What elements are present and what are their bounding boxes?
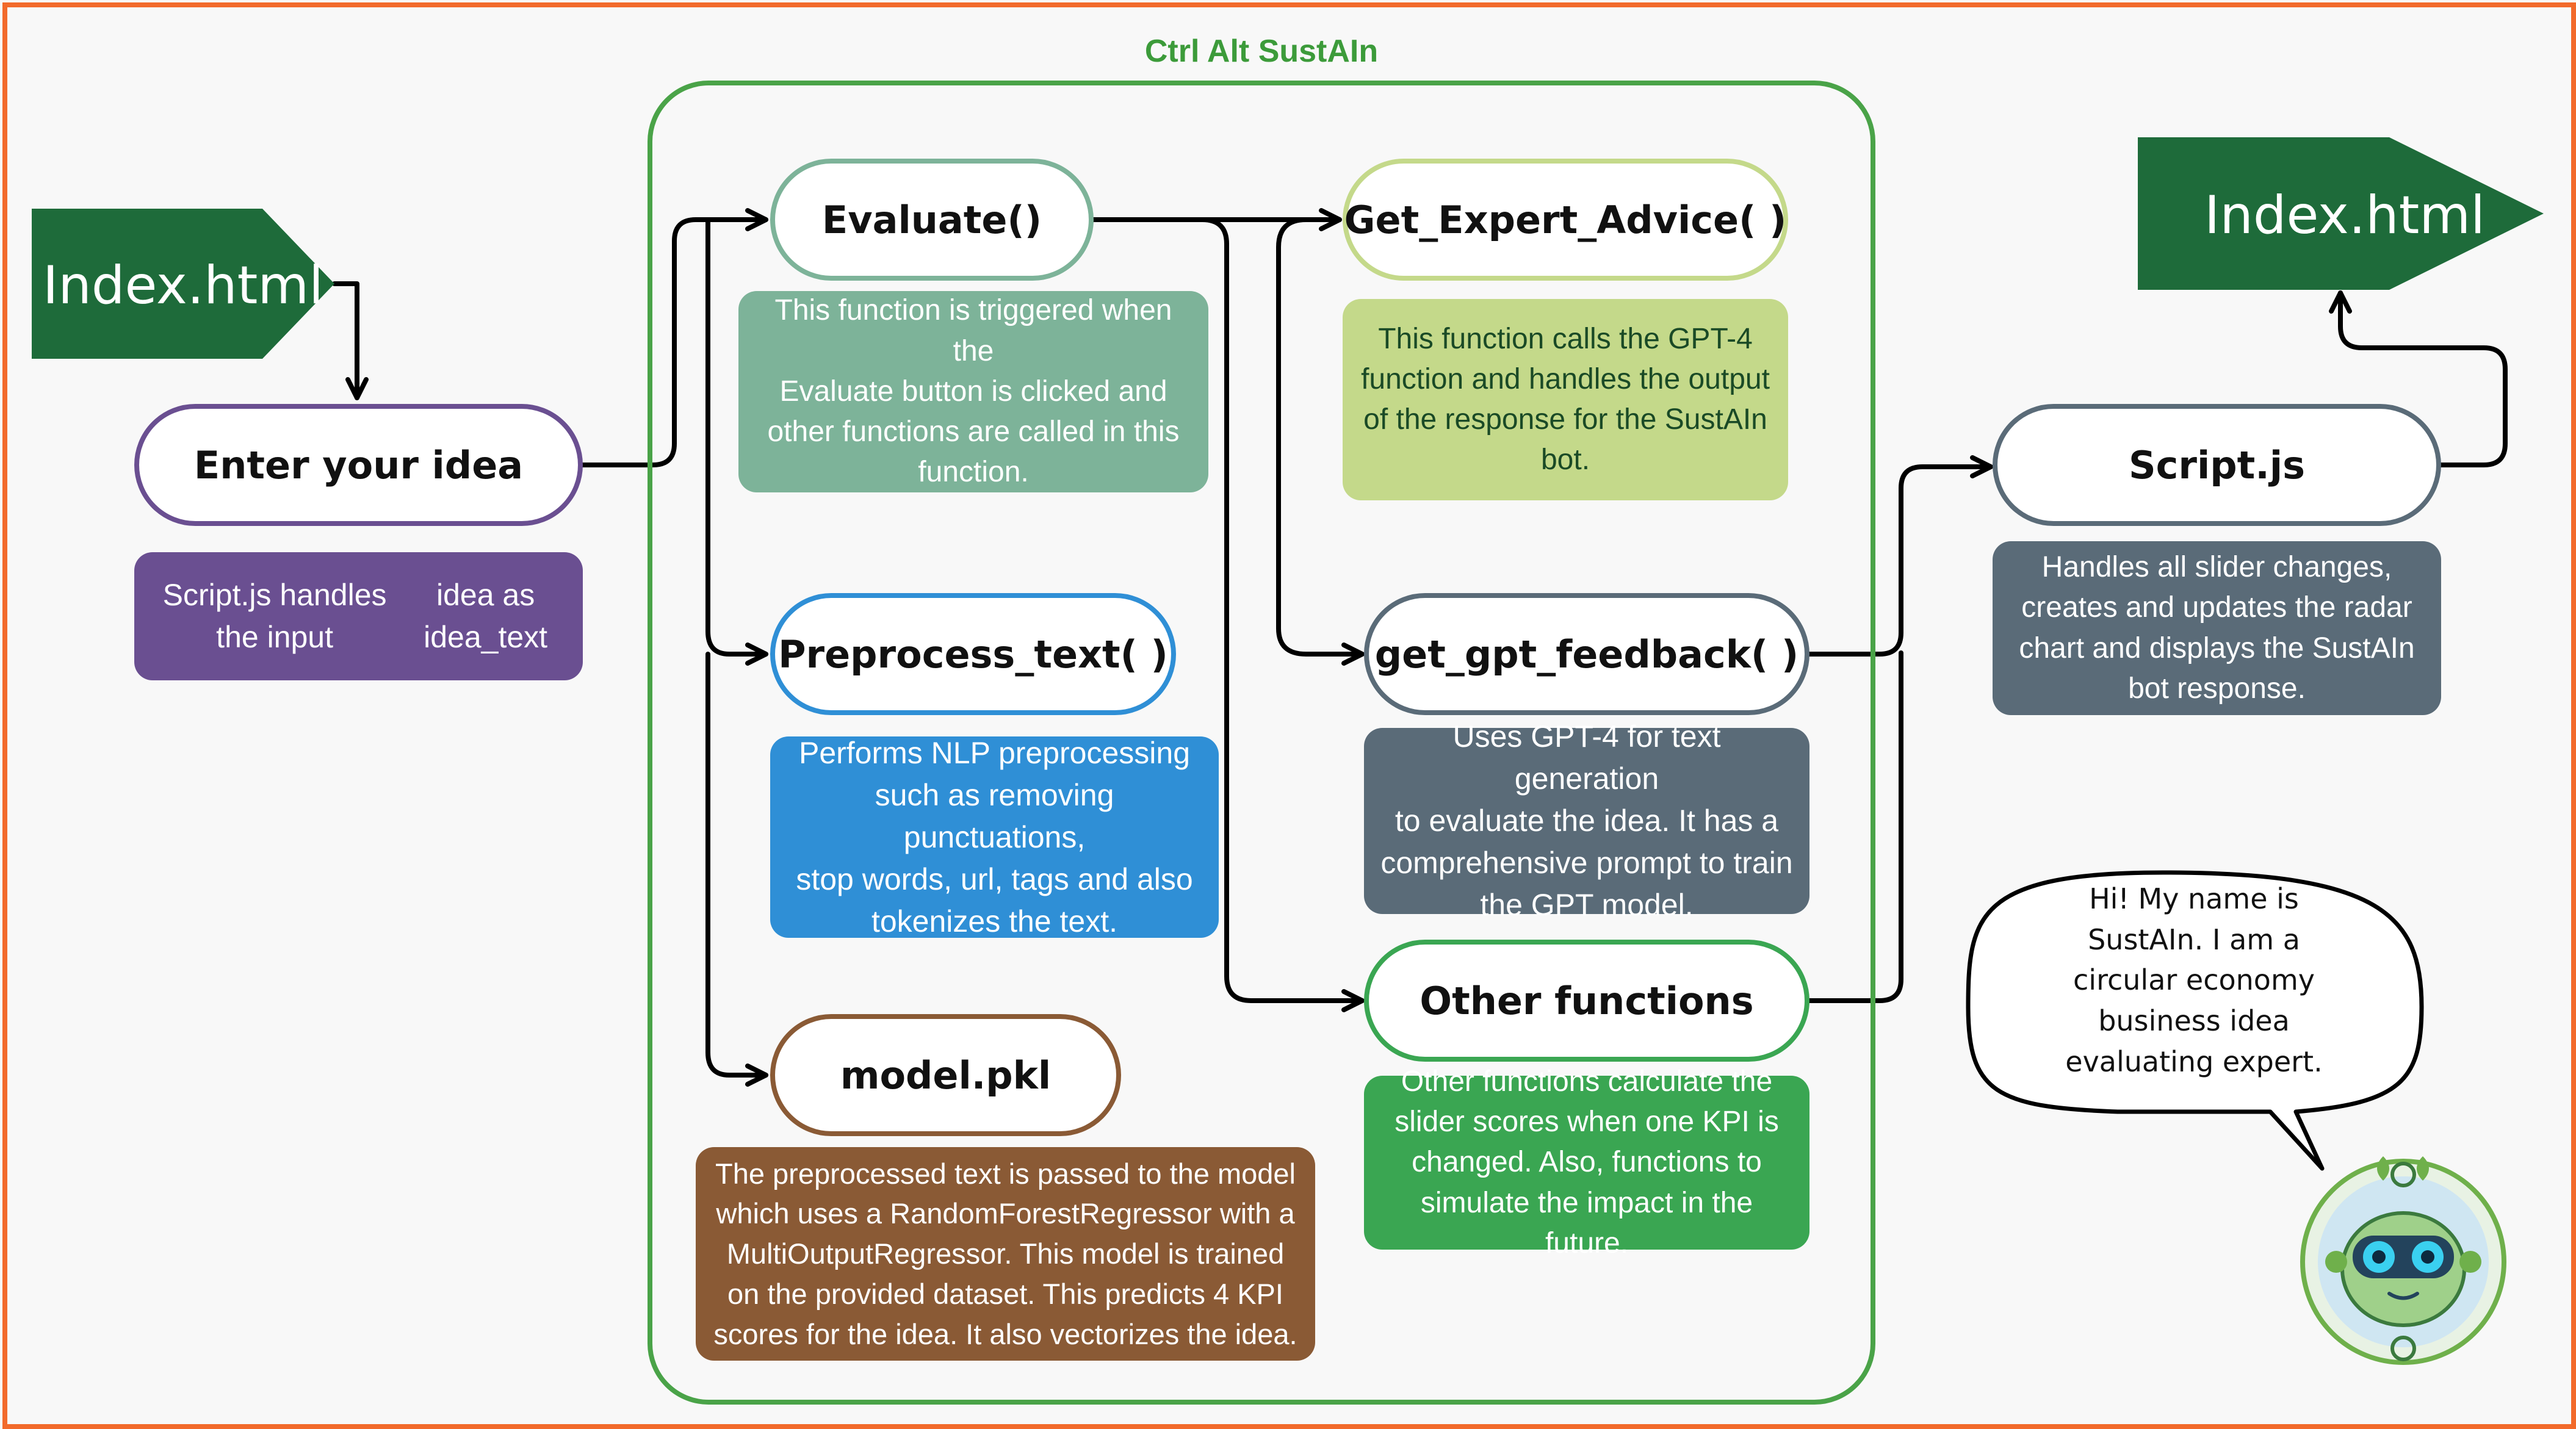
note-line: on the provided dataset. This predicts 4… — [727, 1277, 1283, 1310]
note-other-functions: Other functions calculate the slider sco… — [1364, 1065, 1809, 1259]
robot-mascot-icon — [2300, 1156, 2506, 1365]
note-line: changed. Also, functions to — [1412, 1146, 1762, 1179]
note-line: such as removing punctuations, — [875, 777, 1114, 854]
note-line: slider scores when one KPI is — [1394, 1106, 1779, 1139]
note-line: scores for the idea. It also vectorizes … — [713, 1317, 1297, 1350]
note-line: chart and displays the SustAIn — [2019, 632, 2415, 664]
note-line: Other functions calculate the — [1401, 1065, 1773, 1098]
index-tag-start-shape — [32, 209, 334, 359]
ctrl-alt-sustain-group — [648, 81, 1875, 1405]
arrow-enter-to-evaluate — [580, 208, 768, 467]
speech-line: business idea — [2098, 1004, 2290, 1038]
arrow-evaluate-to-model — [705, 652, 768, 1087]
arrow-script-to-index — [2329, 290, 2508, 467]
node-evaluate: Evaluate() — [770, 159, 1094, 281]
note-enter-idea: Script.js handles the input idea as idea… — [134, 552, 583, 680]
node-enter-idea: Enter your idea — [134, 404, 583, 526]
node-model-pkl: model.pkl — [770, 1014, 1121, 1136]
note-line: function and handles the output — [1361, 362, 1770, 395]
note-line: tokenizes the text. — [871, 904, 1117, 938]
note-line: The preprocessed text is passed to the m… — [715, 1157, 1296, 1190]
note-line: which uses a RandomForestRegressor with … — [716, 1197, 1295, 1230]
speech-bubble-shape — [1966, 870, 2424, 1171]
speech-line: Hi! My name is — [2089, 882, 2299, 915]
note-preprocess-text: Performs NLP preprocessing such as remov… — [770, 736, 1219, 938]
note-line: MultiOutputRegressor. This model is trai… — [726, 1237, 1285, 1270]
arrow-index-to-enter — [332, 281, 369, 400]
note-line: Uses GPT-4 for text generation — [1452, 719, 1721, 796]
note-line: comprehensive prompt to train — [1380, 846, 1793, 880]
note-evaluate: This function is triggered when the Eval… — [738, 291, 1208, 492]
note-line: creates and updates the radar — [2021, 591, 2412, 624]
note-line: to evaluate the idea. It has a — [1394, 804, 1779, 838]
index-tag-start-label: Index.html — [43, 255, 323, 316]
node-get-expert-advice: Get_Expert_Advice( ) — [1343, 159, 1788, 281]
arrow-evaluate-to-other — [1200, 217, 1365, 1012]
note-line: stop words, url, tags and also — [796, 862, 1193, 896]
diagram-title: Ctrl Alt SustAIn — [1144, 34, 1379, 69]
note-line: Handles all slider changes, — [2041, 551, 2392, 584]
node-other-functions: Other functions — [1364, 940, 1809, 1062]
speech-line: evaluating expert. — [2065, 1045, 2323, 1078]
note-line: bot. — [1540, 444, 1590, 477]
arrow-expert-to-gpt — [1276, 217, 1365, 666]
note-line: simulate the impact in the future. — [1420, 1186, 1753, 1259]
note-line: Evaluate button is clicked and — [779, 375, 1167, 408]
note-get-expert-advice: This function calls the GPT-4 function a… — [1343, 299, 1788, 500]
note-line: This function is triggered when the — [774, 294, 1172, 367]
note-line: bot response. — [2128, 672, 2306, 705]
speech-bubble-text: Hi! My name is SustAIn. I am a circular … — [1980, 879, 2408, 1082]
node-preprocess-text: Preprocess_text( ) — [770, 593, 1176, 715]
arrow-evaluate-to-preprocess — [705, 217, 768, 666]
note-line: Performs NLP preprocessing — [798, 735, 1190, 770]
note-script-js: Handles all slider changes, creates and … — [1993, 541, 2441, 715]
speech-line: circular economy — [2073, 963, 2315, 997]
note-line: This function calls the GPT-4 — [1378, 322, 1753, 355]
arrow-other-to-script — [1807, 650, 1903, 1003]
note-line: other functions are called in this — [767, 416, 1180, 448]
note-line: function. — [918, 456, 1029, 489]
note-get-gpt-feedback: Uses GPT-4 for text generation to evalua… — [1364, 719, 1809, 922]
index-tag-end-shape — [2138, 137, 2544, 290]
index-tag-end-label: Index.html — [2204, 185, 2485, 246]
note-line: the GPT model. — [1480, 888, 1694, 922]
note-line: idea as idea_text — [424, 578, 548, 654]
node-script-js: Script.js — [1993, 404, 2441, 526]
speech-line: SustAIn. I am a — [2088, 923, 2300, 956]
arrow-gpt-to-script — [1807, 455, 1993, 657]
note-line: of the response for the SustAIn — [1363, 403, 1767, 436]
note-line: Script.js handles the input — [162, 578, 387, 654]
note-model-pkl: The preprocessed text is passed to the m… — [696, 1147, 1315, 1361]
node-get-gpt-feedback: get_gpt_feedback( ) — [1364, 593, 1809, 715]
